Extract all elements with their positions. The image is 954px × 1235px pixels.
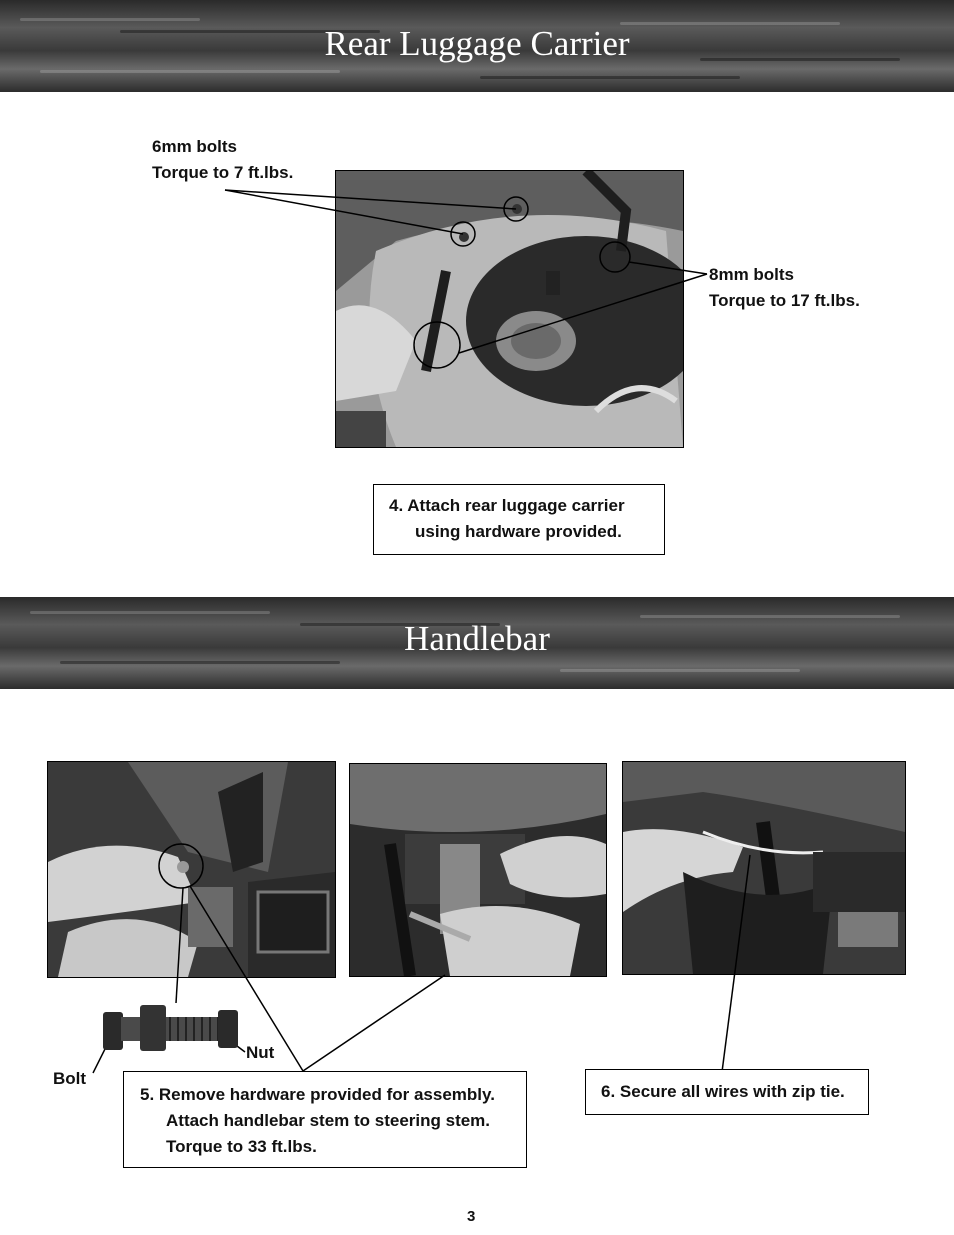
step-5-line1: 5. Remove hardware provided for assembly… xyxy=(140,1085,495,1104)
step-5-line3: Torque to 33 ft.lbs. xyxy=(166,1137,317,1156)
callout-6mm-line1: 6mm bolts xyxy=(152,137,238,156)
callout-8mm-line2: Torque to 17 ft.lbs. xyxy=(709,291,860,310)
step-6-box: 6. Secure all wires with zip tie. xyxy=(585,1069,869,1115)
handlebar-hardware-illustration xyxy=(48,762,335,977)
callout-8mm-bolts: 8mm bolts Torque to 17 ft.lbs. xyxy=(709,262,860,314)
handlebar-photo-2 xyxy=(349,763,607,977)
handlebar-photo-1 xyxy=(47,761,336,978)
section-banner-luggage: Rear Luggage Carrier xyxy=(0,0,954,92)
page-number: 3 xyxy=(467,1208,476,1225)
handlebar-photo-3 xyxy=(622,761,906,975)
step-5-box: 5. Remove hardware provided for assembly… xyxy=(123,1071,527,1168)
section-title-luggage: Rear Luggage Carrier xyxy=(324,24,630,63)
step-4-box: 4. Attach rear luggage carrier using har… xyxy=(373,484,665,555)
callout-8mm-line1: 8mm bolts xyxy=(709,265,795,284)
callout-bolt: Bolt xyxy=(53,1069,87,1088)
bolt-and-nut-drawing xyxy=(103,1005,238,1051)
section-title-handlebar: Handlebar xyxy=(404,619,550,658)
step-5-line2: Attach handlebar stem to steering stem. xyxy=(166,1111,491,1130)
callout-6mm-bolts: 6mm bolts Torque to 7 ft.lbs. xyxy=(152,134,293,186)
step-4-line2: using hardware provided. xyxy=(415,522,622,541)
callout-6mm-line2: Torque to 7 ft.lbs. xyxy=(152,163,294,182)
step-4-line1: 4. Attach rear luggage carrier xyxy=(389,496,625,515)
section-banner-handlebar: Handlebar xyxy=(0,597,954,689)
zip-tie-illustration xyxy=(623,762,905,974)
callout-nut: Nut xyxy=(246,1043,275,1062)
step-6-line1: 6. Secure all wires with zip tie. xyxy=(601,1082,845,1101)
stem-install-illustration xyxy=(350,764,606,976)
